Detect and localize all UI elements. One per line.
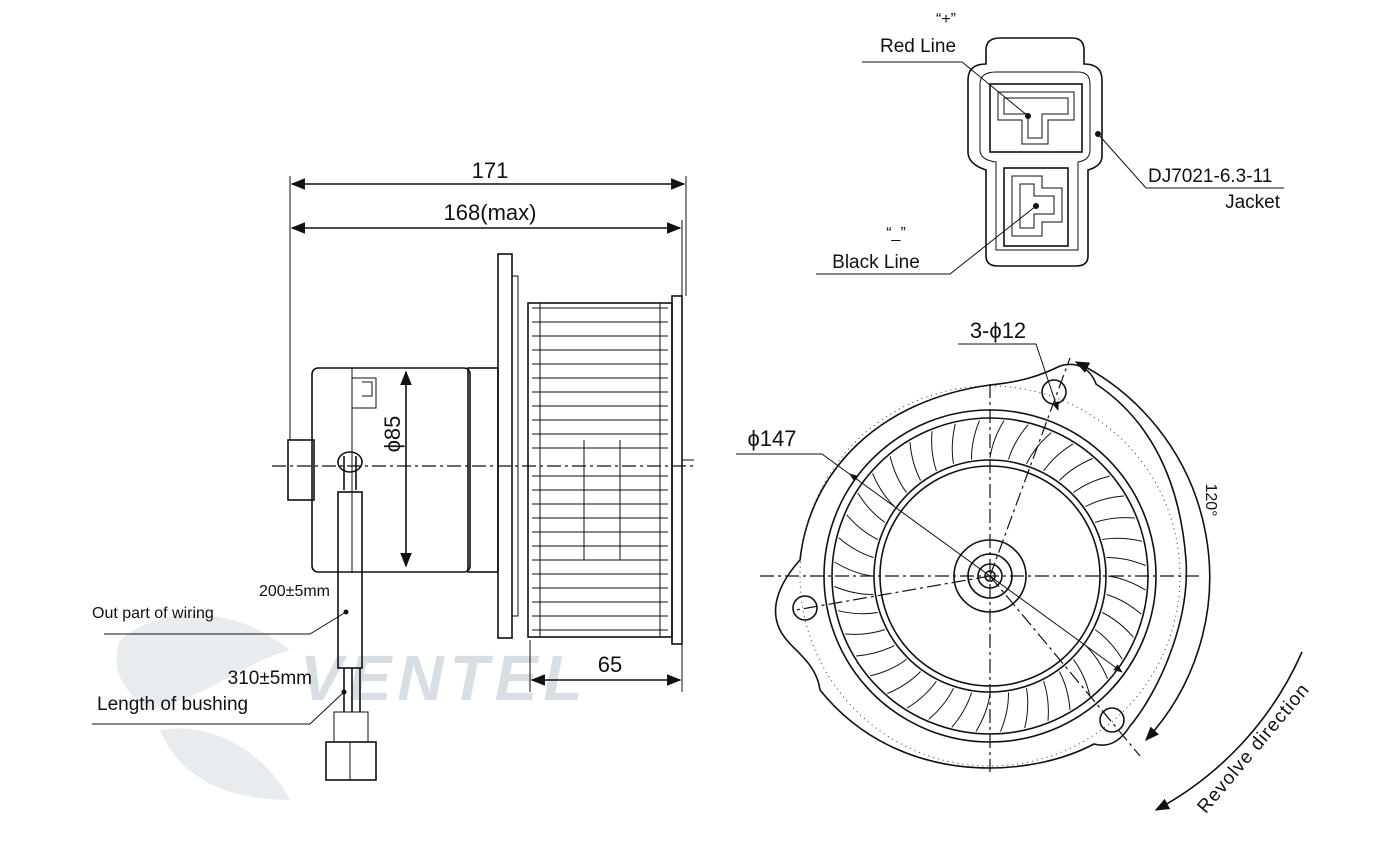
- fan-blade: [1043, 680, 1049, 721]
- motor-flange: [467, 367, 499, 573]
- connector-model-leader: [1097, 133, 1284, 189]
- fan-blade: [846, 514, 879, 540]
- fan-blade: [1094, 629, 1123, 660]
- wiring-leader: [104, 611, 347, 635]
- front-view: 3-ϕ12 ϕ147 120° Revolve direction: [736, 318, 1314, 818]
- fan-blade: [1107, 575, 1146, 591]
- red-line-leader: [862, 61, 1029, 117]
- red-line-label: Red Line: [880, 36, 956, 57]
- fan-blade: [1073, 475, 1110, 494]
- negative-mark: “_”: [886, 225, 906, 242]
- fan-blade: [837, 610, 878, 615]
- fan-blade: [856, 644, 895, 657]
- mounting-plate: [497, 253, 513, 639]
- fan-blade: [1101, 612, 1134, 638]
- fan-blade: [1085, 645, 1108, 679]
- motor-diameter-label: ϕ85: [380, 416, 405, 453]
- wire-grommet: [337, 451, 363, 473]
- fan-blade: [1072, 659, 1091, 696]
- fan-blade: [909, 442, 922, 481]
- fan-blade: [906, 680, 937, 709]
- connector-model-caption: Jacket: [1225, 192, 1281, 213]
- fan-blade: [1024, 688, 1029, 729]
- fan-blade: [1000, 692, 1010, 732]
- fan-blade: [834, 561, 873, 577]
- negative-terminal-slot: [1003, 167, 1069, 247]
- wire-sleeve: [337, 491, 363, 669]
- mount-holes-leader: [958, 343, 1059, 411]
- motor-body: [311, 367, 471, 573]
- fan-blade: [970, 420, 980, 460]
- fan-blade: [951, 423, 956, 464]
- fan-blade: [1026, 432, 1052, 465]
- bushing-length-label: 310±5mm: [228, 668, 312, 689]
- max-length-label: 168(max): [444, 200, 537, 225]
- housing-outline: [774, 363, 1188, 769]
- fan-blade: [928, 687, 954, 720]
- fan-blade: [1102, 537, 1143, 542]
- fan-blade: [1008, 424, 1029, 460]
- fan-blade: [834, 586, 874, 596]
- fan-blade: [1058, 671, 1071, 710]
- fan-blade: [870, 658, 907, 677]
- fan-blade: [838, 537, 874, 558]
- fan-blades: [532, 303, 668, 637]
- bushing-leader: [92, 691, 345, 725]
- fan-blade: [989, 420, 1005, 459]
- outer-diameter-label: ϕ147: [747, 426, 796, 451]
- hole-centerline-bottom: [989, 575, 1141, 757]
- fan-blade: [1043, 443, 1074, 472]
- fan-blade: [872, 473, 895, 507]
- side-view: 171 168(max) ϕ85 65: [92, 158, 694, 781]
- fan-blade: [889, 456, 908, 493]
- positive-terminal-slot: [989, 83, 1083, 153]
- wiring-caption-label: Out part of wiring: [92, 605, 214, 622]
- bushing-caption-label: Length of bushing: [97, 694, 248, 715]
- fan-blade: [975, 693, 991, 732]
- hole-centerline-top: [989, 357, 1071, 577]
- watermark: VENTEL: [116, 614, 582, 800]
- fan-blade: [845, 629, 886, 635]
- fan-blade: [1106, 594, 1142, 615]
- fan-blade: [1059, 458, 1093, 481]
- wire-plug: [325, 741, 377, 781]
- hole-angle-label: 120°: [1202, 483, 1219, 516]
- rotation-arrow: [1154, 651, 1303, 811]
- fan-blade: [1094, 517, 1135, 523]
- wheel-depth-label: 65: [598, 652, 622, 677]
- connector-housing: [967, 37, 1103, 267]
- connector-detail: “+” Red Line “_” Black Line DJ7021-6.3-1…: [816, 11, 1284, 275]
- motor-end-cap: [287, 439, 315, 501]
- wiring-length-label: 200±5mm: [259, 583, 330, 600]
- mount-hole-left: [792, 595, 818, 621]
- fan-wheel: [527, 302, 673, 638]
- black-line-leader: [816, 205, 1037, 275]
- outer-diameter-leader: [736, 453, 1123, 673]
- positive-mark: “+”: [936, 11, 956, 28]
- angle-120-arc: [1074, 361, 1211, 742]
- hole-centerline-left: [795, 575, 991, 611]
- rotation-label: Revolve direction: [1193, 679, 1314, 817]
- wheel-hub-plate: [671, 295, 683, 645]
- fan-blade: [951, 692, 972, 728]
- fan-blade: [931, 431, 937, 472]
- fan-blade: [887, 671, 921, 694]
- fan-blade: [1106, 556, 1146, 566]
- mount-holes-label: 3-ϕ12: [970, 318, 1026, 343]
- fan-blade: [857, 492, 886, 523]
- connector-model-label: DJ7021-6.3-11: [1148, 166, 1272, 187]
- fan-blade: [1085, 495, 1124, 508]
- overall-length-label: 171: [472, 158, 509, 183]
- black-line-label: Black Line: [832, 252, 920, 273]
